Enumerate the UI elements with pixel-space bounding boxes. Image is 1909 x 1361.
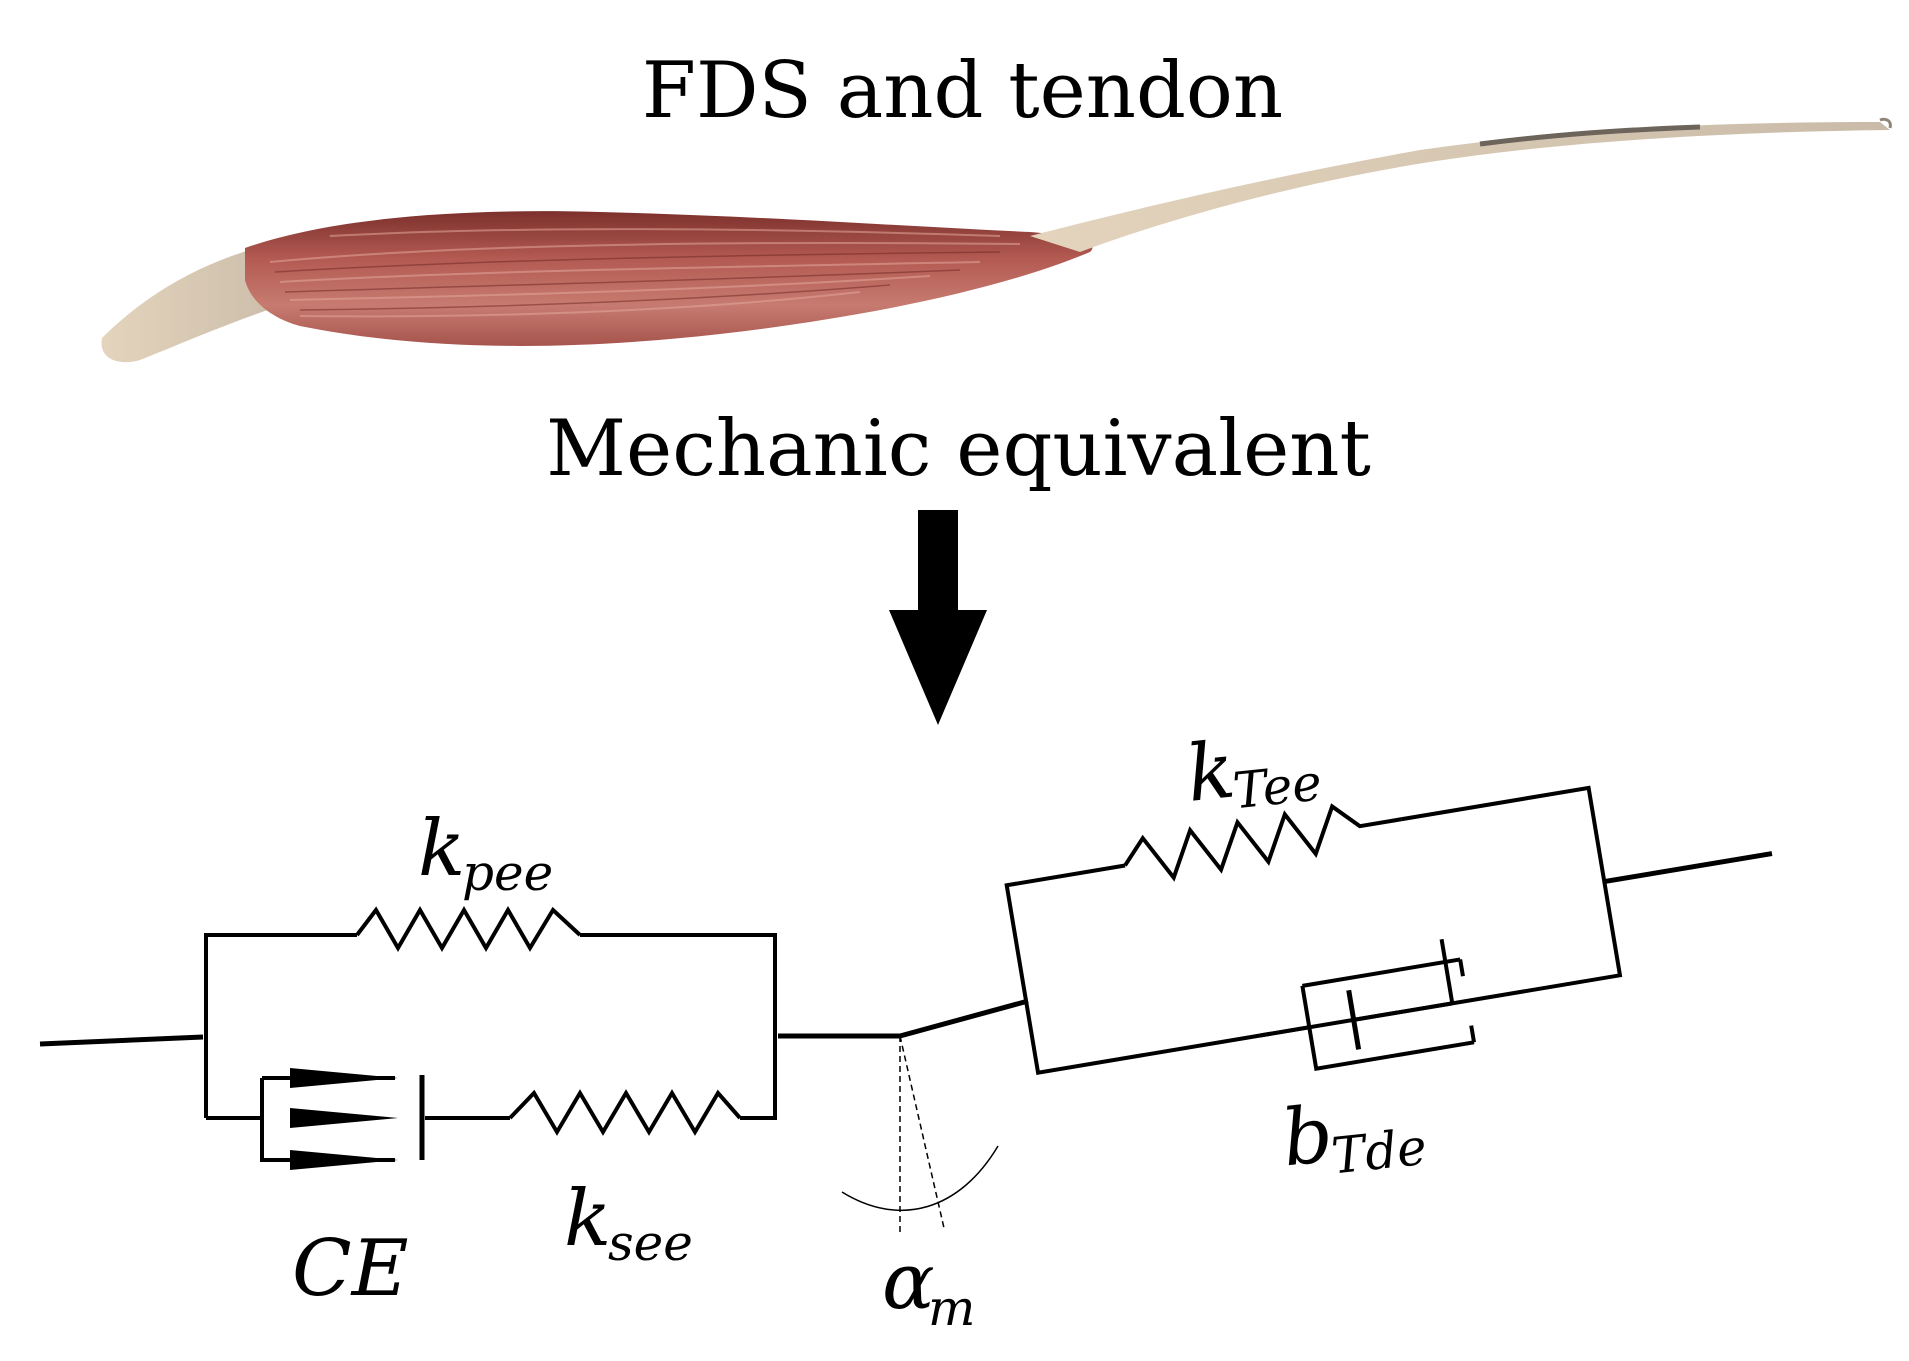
tendon-frame	[1004, 785, 1623, 1075]
alpha-main: α	[882, 1237, 935, 1327]
ce-arrow-2	[290, 1108, 398, 1128]
dashpot-cylinder	[1300, 985, 1475, 1072]
title-fds-and-tendon: FDS and tendon	[641, 46, 1284, 136]
ce-arrows	[290, 1068, 398, 1170]
muscle-circuit	[39, 906, 900, 1162]
dashpot-piston	[1346, 989, 1362, 1050]
angle-indicator	[899, 1035, 945, 1232]
label-btde: b Tde	[1278, 1090, 1429, 1186]
label-ce: CE	[292, 1224, 409, 1314]
frame-right	[580, 933, 777, 1120]
btde-main: b	[1278, 1090, 1337, 1185]
label-ksee: k see	[564, 1174, 693, 1272]
input-lead	[39, 1034, 204, 1047]
label-ktee: k Tee	[1183, 725, 1325, 820]
tendon-output-lead	[1603, 851, 1773, 885]
frame-left-top	[204, 933, 357, 1118]
tendon-circuit	[1004, 785, 1773, 1075]
ktee-sub: Tee	[1230, 753, 1324, 820]
down-arrow	[889, 510, 987, 725]
btde-sub: Tde	[1329, 1118, 1429, 1186]
tendon-input-lead	[899, 998, 1029, 1039]
kpee-sub: pee	[462, 844, 553, 902]
ktee-main: k	[1183, 725, 1239, 819]
ce-arrow-3	[290, 1150, 398, 1170]
muscle-belly	[245, 211, 1093, 346]
muscle-illustration	[101, 117, 1892, 363]
ktee-spring	[1123, 803, 1402, 882]
ce-arrow-1	[290, 1068, 398, 1088]
ksee-spring	[508, 1089, 742, 1136]
title-mechanic-equivalent: Mechanic equivalent	[546, 404, 1371, 494]
label-kpee: k pee	[418, 804, 553, 902]
kpee-main: k	[418, 804, 465, 894]
muscle-fibers	[269, 228, 1021, 318]
angle-arc	[841, 1145, 999, 1212]
kpee-spring	[355, 906, 582, 952]
ksee-sub: see	[608, 1214, 693, 1272]
distal-tendon	[1030, 122, 1890, 252]
alpha-sub: m	[928, 1279, 975, 1337]
label-alpha-m: α m	[882, 1237, 975, 1337]
ksee-main: k	[564, 1174, 611, 1264]
